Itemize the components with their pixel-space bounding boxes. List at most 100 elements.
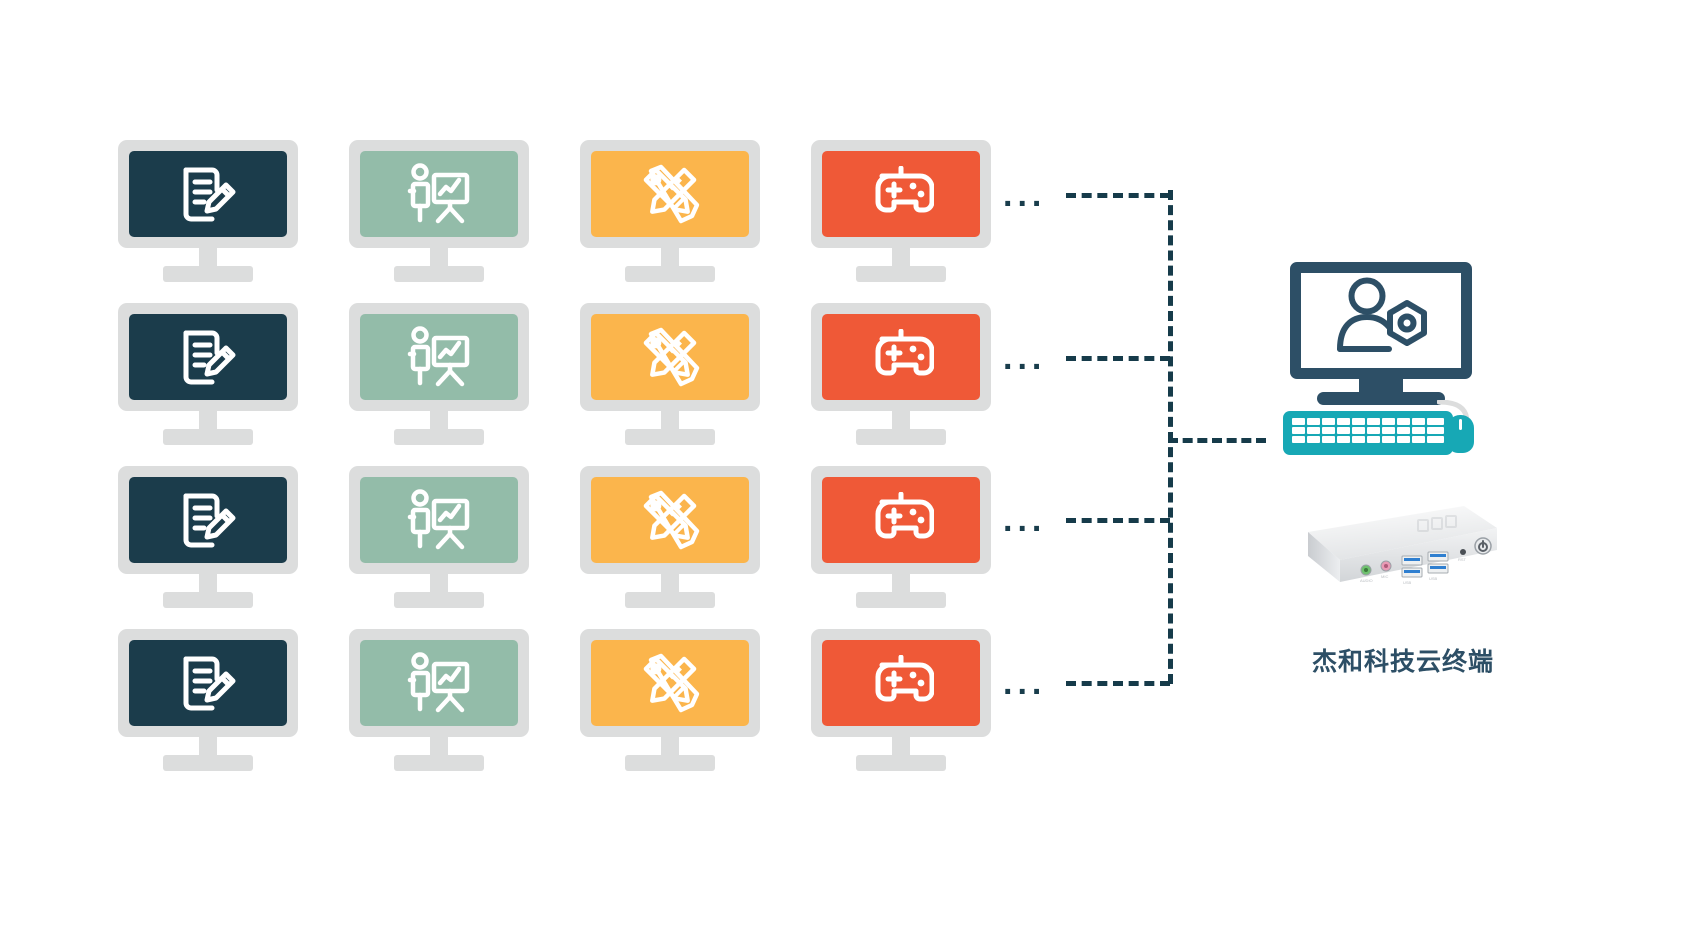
svg-text:RST: RST — [1458, 557, 1467, 562]
monitor — [118, 303, 298, 448]
client-monitor-design-r3[interactable] — [580, 466, 760, 611]
client-monitor-presentation-r3[interactable] — [349, 466, 529, 611]
monitor — [580, 466, 760, 611]
branch-line-row-3 — [1066, 518, 1170, 523]
monitor-base — [163, 755, 253, 771]
monitor — [811, 303, 991, 448]
cloud-terminal-caption: 杰和科技云终端 — [1311, 648, 1494, 676]
monitor-base — [394, 429, 484, 445]
svg-text:USB: USB — [1403, 580, 1412, 585]
monitor-base — [394, 592, 484, 608]
document-edit-icon — [177, 326, 239, 388]
ruler-pencil-icon — [639, 163, 701, 225]
gamepad-icon — [868, 329, 934, 385]
monitor — [580, 629, 760, 774]
client-monitor-design-r1[interactable] — [580, 140, 760, 285]
row-ellipsis-3: ... — [1003, 501, 1047, 539]
monitor — [349, 466, 529, 611]
monitor — [118, 140, 298, 285]
monitor — [580, 303, 760, 448]
client-monitor-game-r3[interactable] — [811, 466, 991, 611]
presentation-icon — [407, 652, 471, 714]
monitor-screen — [822, 314, 980, 400]
document-edit-icon — [177, 489, 239, 551]
monitor-screen — [360, 640, 518, 726]
monitor — [811, 629, 991, 774]
branch-line-row-4 — [1066, 681, 1170, 686]
mouse[interactable] — [1447, 415, 1474, 453]
row-ellipsis-1: ... — [1003, 176, 1047, 214]
monitor-base — [163, 266, 253, 282]
monitor-screen — [360, 151, 518, 237]
client-monitor-design-r4[interactable] — [580, 629, 760, 774]
monitor-screen — [360, 477, 518, 563]
row-ellipsis-2: ... — [1003, 339, 1047, 377]
ruler-pencil-icon — [639, 489, 701, 551]
monitor-base — [856, 755, 946, 771]
keyboard[interactable] — [1283, 411, 1453, 455]
document-edit-icon — [177, 163, 239, 225]
trunk-line-vertical — [1168, 190, 1173, 684]
monitor-screen — [591, 151, 749, 237]
monitor-screen — [822, 477, 980, 563]
monitor-screen — [129, 151, 287, 237]
monitor-screen — [360, 314, 518, 400]
client-monitor-game-r2[interactable] — [811, 303, 991, 448]
monitor-screen — [822, 640, 980, 726]
monitor-base — [856, 429, 946, 445]
monitor — [811, 140, 991, 285]
gamepad-icon — [868, 655, 934, 711]
monitor — [811, 466, 991, 611]
monitor-base — [625, 592, 715, 608]
presentation-icon — [407, 163, 471, 225]
client-monitor-design-r2[interactable] — [580, 303, 760, 448]
monitor-base — [163, 429, 253, 445]
svg-text:AUDIO: AUDIO — [1360, 578, 1373, 583]
client-monitor-presentation-r2[interactable] — [349, 303, 529, 448]
presentation-icon — [407, 326, 471, 388]
document-edit-icon — [177, 652, 239, 714]
monitor-base — [856, 266, 946, 282]
gamepad-icon — [868, 492, 934, 548]
client-monitor-document-r1[interactable] — [118, 140, 298, 285]
monitor — [118, 629, 298, 774]
svg-text:USB: USB — [1429, 576, 1438, 581]
client-monitor-document-r3[interactable] — [118, 466, 298, 611]
monitor-screen — [822, 151, 980, 237]
branch-line-row-1 — [1066, 193, 1170, 198]
server-monitor-base — [1317, 392, 1445, 405]
mini-pc-cloud-terminal: AUDIO MIC USB USB RST — [1268, 498, 1498, 610]
monitor — [580, 140, 760, 285]
monitor-base — [625, 429, 715, 445]
trunk-line-to-server — [1168, 438, 1266, 443]
client-monitor-document-r2[interactable] — [118, 303, 298, 448]
monitor-screen — [591, 477, 749, 563]
row-ellipsis-4: ... — [1003, 664, 1047, 702]
monitor — [349, 303, 529, 448]
monitor-base — [394, 266, 484, 282]
client-monitor-presentation-r4[interactable] — [349, 629, 529, 774]
client-monitor-presentation-r1[interactable] — [349, 140, 529, 285]
user-settings-icon — [1337, 277, 1431, 368]
presentation-icon — [407, 489, 471, 551]
ruler-pencil-icon — [639, 326, 701, 388]
monitor-screen — [591, 314, 749, 400]
monitor-base — [163, 592, 253, 608]
svg-text:MIC: MIC — [1381, 574, 1388, 579]
monitor — [349, 140, 529, 285]
monitor — [349, 629, 529, 774]
monitor-base — [625, 266, 715, 282]
monitor-base — [394, 755, 484, 771]
client-monitor-game-r1[interactable] — [811, 140, 991, 285]
monitor-screen — [129, 640, 287, 726]
client-monitor-game-r4[interactable] — [811, 629, 991, 774]
monitor-screen — [129, 477, 287, 563]
client-monitor-document-r4[interactable] — [118, 629, 298, 774]
monitor-screen — [591, 640, 749, 726]
monitor — [118, 466, 298, 611]
monitor-base — [856, 592, 946, 608]
ruler-pencil-icon — [639, 652, 701, 714]
monitor-base — [625, 755, 715, 771]
monitor-screen — [129, 314, 287, 400]
